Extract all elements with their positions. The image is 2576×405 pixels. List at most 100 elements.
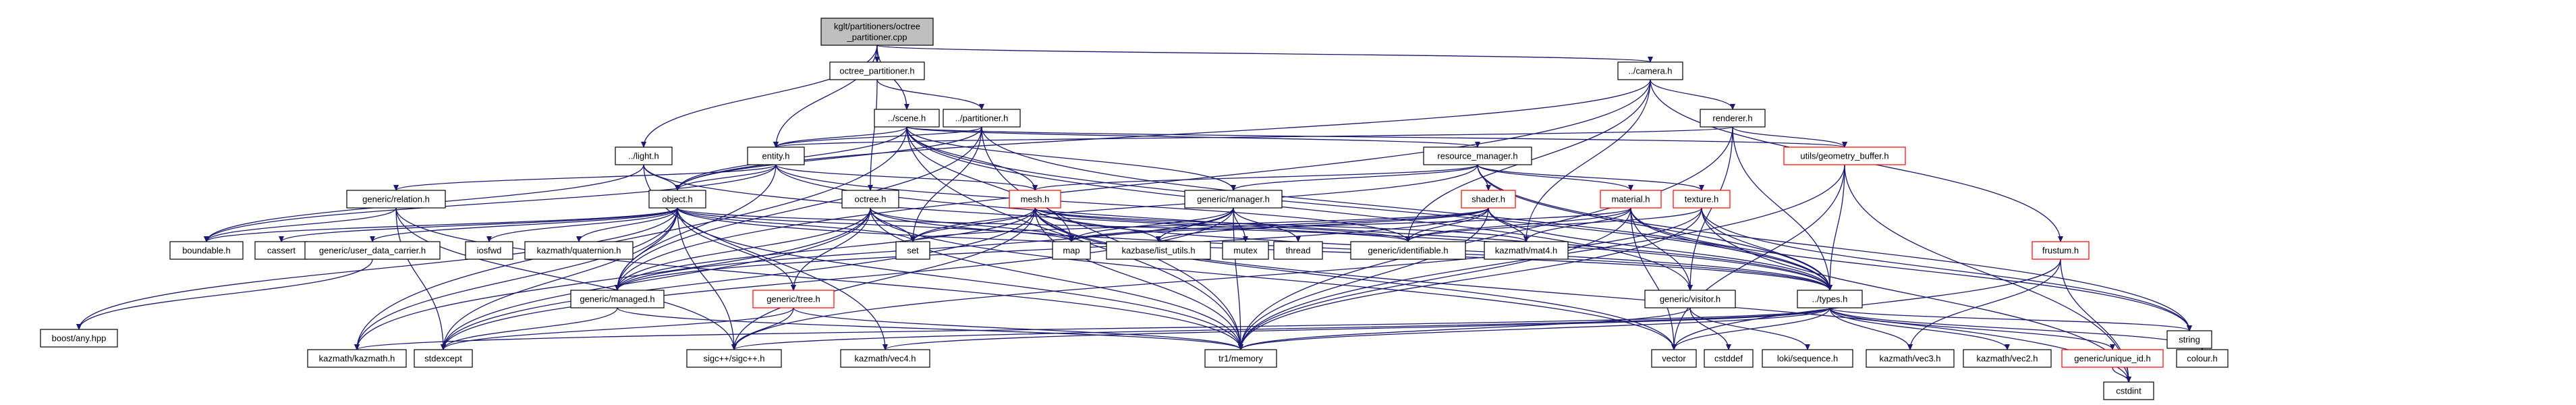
- node-kazmath-mat4-h[interactable]: kazmath/mat4.h: [1484, 241, 1569, 260]
- edge-renderer_h-to-types_h: [1732, 126, 1832, 291]
- node-light-h[interactable]: ../light.h: [615, 146, 673, 165]
- node-box: [254, 241, 308, 260]
- node-boost-any-hpp[interactable]: boost/any.hpp: [40, 329, 118, 348]
- node-label: object.h: [662, 194, 693, 205]
- edge-generic_relation_h-to-stdexcept: [395, 207, 446, 350]
- node-boundable-h[interactable]: boundable.h: [169, 241, 244, 260]
- node-generic-relation-h[interactable]: generic/relation.h: [346, 190, 446, 209]
- node-box: [874, 109, 940, 128]
- edge-resource_manager_h-to-mesh_h: [1032, 164, 1478, 191]
- node-types-h[interactable]: ../types.h: [1797, 290, 1863, 308]
- edge-mesh_h-to-tr1_memory: [1034, 207, 1243, 350]
- node-box: [1484, 241, 1569, 260]
- node-box: [169, 241, 244, 260]
- node-label: mesh.h: [1021, 194, 1050, 205]
- edge-mesh_h-to-generic_managed_h: [615, 207, 1036, 291]
- node-string[interactable]: string: [2166, 330, 2212, 349]
- edge-frustum_h-to-vector: [1671, 259, 2061, 350]
- node-tr1-memory[interactable]: tr1/memory: [1204, 349, 1277, 368]
- edge-octree_h-to-kazmath_kazmath_h: [354, 207, 871, 350]
- node-frustum-h[interactable]: frustum.h: [2032, 241, 2090, 260]
- node-stdexcept[interactable]: stdexcept: [414, 349, 473, 368]
- node-object-h[interactable]: object.h: [648, 190, 706, 209]
- node-label: material.h: [1611, 194, 1650, 205]
- node-generic-tree-h[interactable]: generic/tree.h: [752, 290, 835, 308]
- node-generic-unique-id-h[interactable]: generic/unique_id.h: [2061, 349, 2164, 368]
- node-box: [304, 241, 441, 260]
- node-label: map: [1063, 246, 1080, 256]
- edge-types_h-to-colour_h: [1829, 307, 2205, 350]
- node-box: [1052, 241, 1091, 260]
- edge-material_h-to-types_h: [1630, 207, 1832, 291]
- node-partitioner-h[interactable]: ../partitioner.h: [943, 109, 1021, 128]
- node-cstddef[interactable]: cstddef: [1704, 349, 1754, 368]
- node-mutex[interactable]: mutex: [1222, 241, 1269, 260]
- node-label: generic/tree.h: [766, 294, 820, 304]
- node-material-h[interactable]: material.h: [1600, 190, 1662, 209]
- node-shader-h[interactable]: shader.h: [1461, 190, 1516, 209]
- node-geometry-buffer-h[interactable]: utils/geometry_buffer.h: [1783, 146, 1906, 165]
- node-generic-managed-h[interactable]: generic/managed.h: [570, 290, 665, 308]
- node-kazmath-quaternion-h[interactable]: kazmath/quaternion.h: [524, 241, 634, 260]
- edge-types_h-to-tr1_memory: [1238, 307, 1830, 350]
- node-identifiable-h[interactable]: generic/identifiable.h: [1350, 241, 1466, 260]
- node-set[interactable]: set: [895, 241, 930, 260]
- node-generic-visitor-h[interactable]: generic/visitor.h: [1644, 290, 1736, 308]
- node-scene-h[interactable]: ../scene.h: [874, 109, 940, 128]
- node-sigcxx-h[interactable]: sigc++/sigc++.h: [686, 349, 782, 368]
- edge-renderer_h-to-tr1_memory: [1238, 126, 1733, 350]
- edge-entity_h-to-generic_relation_h: [393, 164, 777, 191]
- edge-scene_h-to-resource_manager_h: [906, 126, 1480, 148]
- edge-object_h-to-kazmath_quaternion_h: [576, 207, 678, 242]
- node-texture-h[interactable]: texture.h: [1673, 190, 1731, 209]
- edge-resource_manager_h-to-material_h: [1477, 164, 1633, 191]
- node-label: generic/identifiable.h: [1368, 246, 1448, 256]
- node-box: [1617, 61, 1683, 80]
- node-map[interactable]: map: [1052, 241, 1091, 260]
- node-label: generic/visitor.h: [1660, 294, 1720, 304]
- edge-object_h-to-generic_tree_h: [677, 207, 796, 291]
- node-kazmath-vec2-h[interactable]: kazmath/vec2.h: [1963, 349, 2052, 368]
- node-loki-sequence-h[interactable]: loki/sequence.h: [1762, 349, 1853, 368]
- node-octree-partitioner-cpp[interactable]: kglt/partitioners/octree_partitioner.cpp: [820, 18, 934, 46]
- edge-renderer_h-to-entity_h: [773, 126, 1733, 148]
- edge-generic_relation_h-to-boundable_h: [204, 207, 397, 242]
- edge-octree_partitioner_cpp-to-camera_h: [876, 45, 1653, 63]
- node-list-utils-h[interactable]: kazbase/list_utils.h: [1106, 241, 1211, 260]
- node-colour-h[interactable]: colour.h: [2176, 349, 2229, 368]
- node-label: loki/sequence.h: [1777, 354, 1838, 364]
- edge-material_h-to-map: [1069, 207, 1631, 242]
- node-mesh-h[interactable]: mesh.h: [1009, 190, 1061, 209]
- node-resource-manager-h[interactable]: resource_manager.h: [1423, 146, 1532, 165]
- node-octree-h[interactable]: octree.h: [841, 190, 899, 209]
- edge-entity_h-to-identifiable_h: [775, 164, 1411, 242]
- node-kazmath-kazmath-h[interactable]: kazmath/kazmath.h: [307, 349, 407, 368]
- node-box: [1700, 109, 1766, 128]
- node-generic-manager-h[interactable]: generic/manager.h: [1184, 190, 1283, 209]
- node-camera-h[interactable]: ../camera.h: [1617, 61, 1683, 80]
- node-user-data-carrier-h[interactable]: generic/user_data_carrier.h: [304, 241, 441, 260]
- node-cassert[interactable]: cassert: [254, 241, 308, 260]
- node-cstdint[interactable]: cstdint: [2103, 381, 2154, 400]
- node-octree-partitioner-h[interactable]: octree_partitioner.h: [829, 61, 925, 80]
- node-label: utils/geometry_buffer.h: [1800, 151, 1888, 161]
- node-thread[interactable]: thread: [1273, 241, 1323, 260]
- node-entity-h[interactable]: entity.h: [747, 146, 805, 165]
- edge-types_h-to-kazmath_vec4_h: [883, 307, 1830, 350]
- edge-object_h-to-user_data_carrier_h: [370, 207, 678, 242]
- edge-object_h-to-boundable_h: [204, 207, 678, 242]
- edge-object_h-to-set: [677, 207, 916, 242]
- edge-object_h-to-map: [677, 207, 1074, 242]
- edge-shader_h-to-set: [910, 207, 1489, 242]
- edge-mesh_h-to-cstdint: [1034, 207, 2131, 383]
- node-iosfwd[interactable]: iosfwd: [465, 241, 513, 260]
- node-renderer-h[interactable]: renderer.h: [1700, 109, 1766, 128]
- node-kazmath-vec3-h[interactable]: kazmath/vec3.h: [1866, 349, 1955, 368]
- node-vector[interactable]: vector: [1651, 349, 1697, 368]
- edge-generic_relation_h-to-sigcxx_h: [395, 207, 737, 350]
- node-label: string: [2179, 335, 2200, 345]
- edge-types_h-to-kazmath_vec2_h: [1829, 307, 2010, 350]
- edge-renderer_h-to-generic_visitor_h: [1687, 126, 1733, 291]
- node-kazmath-vec4-h[interactable]: kazmath/vec4.h: [840, 349, 930, 368]
- edge-geometry_buffer_h-to-vector: [1671, 164, 1845, 350]
